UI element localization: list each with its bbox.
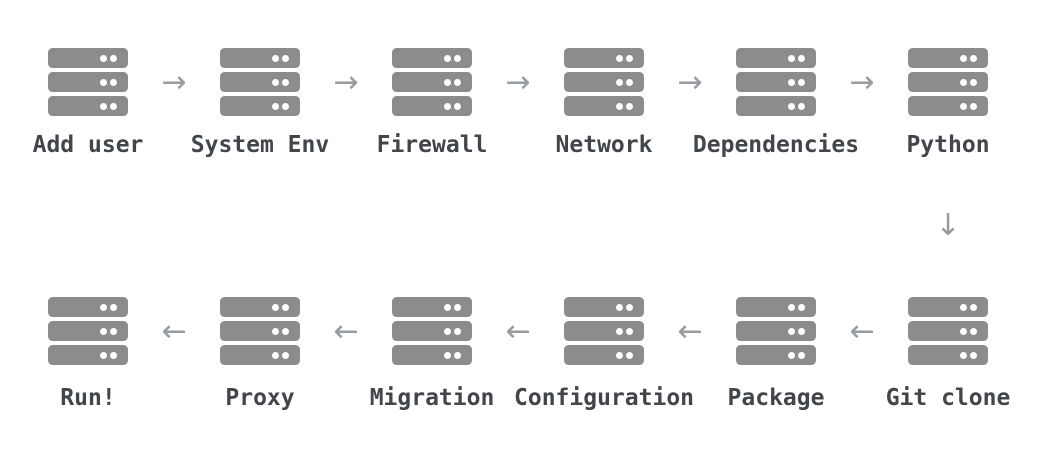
step-label: Proxy: [225, 385, 295, 411]
step-node-firewall: Firewall: [357, 48, 507, 159]
server-stack-icon: [48, 297, 128, 365]
step-label: Git clone: [885, 385, 1011, 411]
step-label: Add user: [32, 132, 144, 158]
arrow-left-icon: ←: [505, 313, 531, 349]
server-stack-icon: [564, 48, 644, 116]
server-stack-icon: [908, 297, 988, 365]
step-node-network: Network: [529, 48, 679, 159]
arrow-right-icon: →: [677, 64, 703, 100]
step-node-proxy: Proxy: [185, 297, 335, 412]
arrow-right-icon: →: [505, 64, 531, 100]
flow-row-1: Add user → System Env → Firewall → Netwo…: [0, 48, 1023, 159]
step-label: Network: [555, 132, 653, 158]
server-stack-icon: [736, 48, 816, 116]
server-stack-icon: [564, 297, 644, 365]
arrow-left-icon: ←: [677, 313, 703, 349]
flow-row-2: Run! ← Proxy ← Migration ← Configuration…: [0, 297, 1023, 412]
step-label: System Env: [190, 132, 330, 158]
server-stack-icon: [736, 297, 816, 365]
arrow-left-icon: ←: [161, 313, 187, 349]
arrow-left-icon: ←: [333, 313, 359, 349]
step-node-dependencies: Dependencies: [693, 48, 859, 159]
step-label: Configuration: [514, 385, 695, 411]
step-node-migration: Migration: [357, 297, 507, 412]
step-node-system-env: System Env: [185, 48, 335, 159]
server-stack-icon: [392, 48, 472, 116]
step-label: Firewall: [376, 132, 488, 158]
step-node-python: Python: [873, 48, 1023, 159]
step-label: Package: [727, 385, 825, 411]
step-node-run: Run!: [13, 297, 163, 412]
arrow-right-icon: →: [849, 64, 875, 100]
step-node-configuration: Configuration: [514, 297, 694, 412]
arrow-right-icon: →: [161, 64, 187, 100]
step-label: Dependencies: [692, 132, 860, 158]
arrow-left-icon: ←: [849, 313, 875, 349]
step-label: Python: [906, 132, 990, 158]
server-stack-icon: [48, 48, 128, 116]
server-stack-icon: [220, 297, 300, 365]
server-stack-icon: [220, 48, 300, 116]
server-stack-icon: [908, 48, 988, 116]
step-node-add-user: Add user: [13, 48, 163, 159]
arrow-down-icon: ↓: [935, 207, 961, 243]
step-label: Run!: [60, 385, 116, 411]
server-stack-icon: [392, 297, 472, 365]
step-node-git-clone: Git clone: [873, 297, 1023, 412]
arrow-right-icon: →: [333, 64, 359, 100]
step-node-package: Package: [701, 297, 851, 412]
step-label: Migration: [369, 385, 495, 411]
